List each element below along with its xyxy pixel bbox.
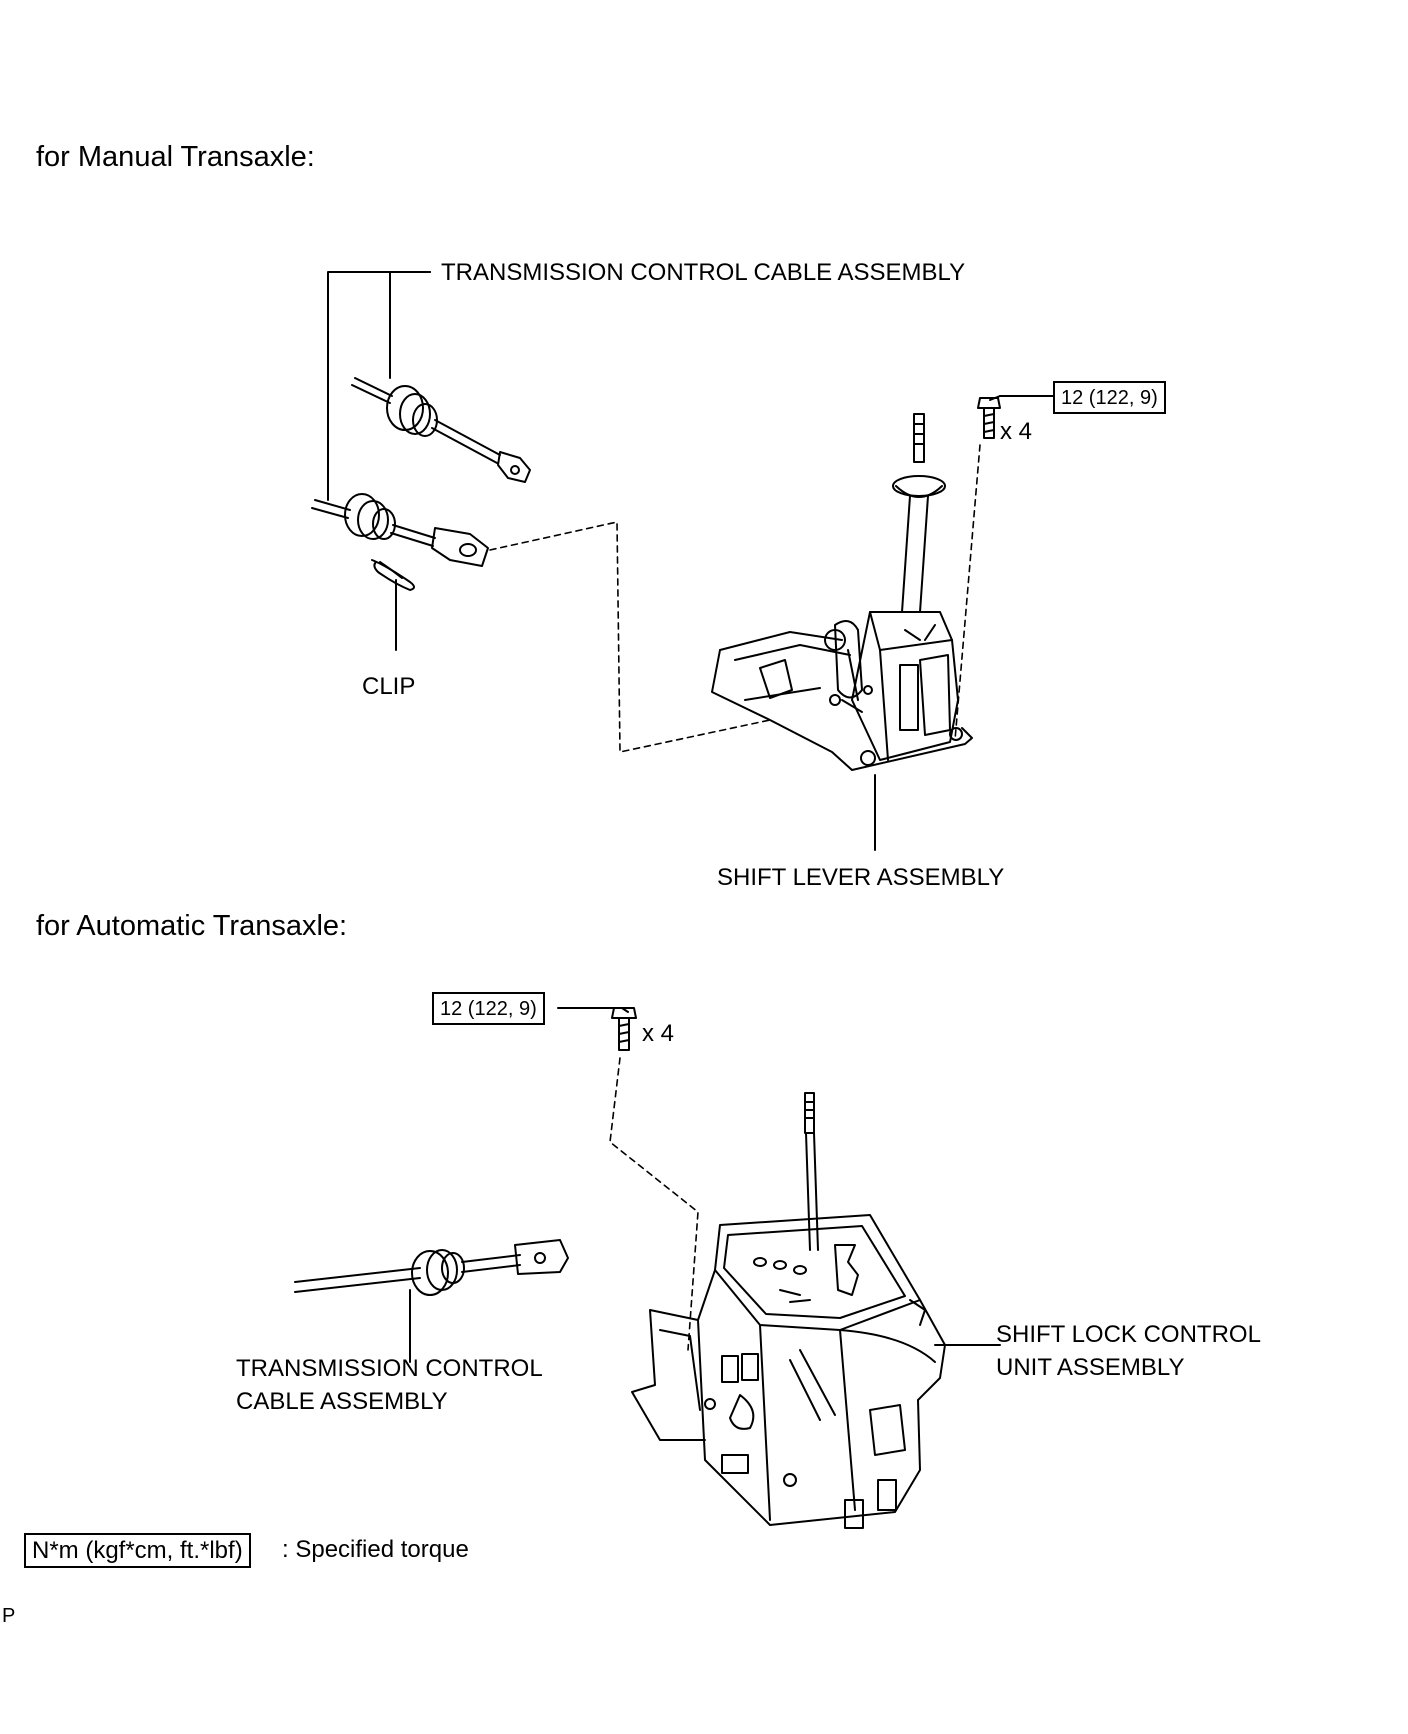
automatic-section-heading: for Automatic Transaxle: xyxy=(36,910,348,942)
manual-cable-leader-lines xyxy=(327,271,431,501)
legend-description: : Specified torque xyxy=(282,1536,469,1563)
auto-torque-box: 12 (122, 9) xyxy=(432,992,545,1025)
manual-lower-cable-drawing xyxy=(311,493,489,567)
manual-bolt-quantity: x 4 xyxy=(1000,418,1033,445)
auto-bolt-drawing xyxy=(611,1007,637,1051)
auto-cable-drawing xyxy=(294,1239,569,1296)
auto-shift-lock-label-line2: UNIT ASSEMBLY xyxy=(996,1354,1185,1381)
corner-mark: P xyxy=(2,1605,16,1627)
manual-shift-lever-label: SHIFT LEVER ASSEMBLY xyxy=(717,864,1005,891)
auto-shift-lock-drawing xyxy=(631,1092,946,1529)
manual-bolt-dashed-line xyxy=(954,444,981,741)
manual-section-heading: for Manual Transaxle: xyxy=(36,141,315,173)
auto-cable-label-line2: CABLE ASSEMBLY xyxy=(236,1388,448,1415)
auto-shift-lock-label: SHIFT LOCK CONTROL UNIT ASSEMBLY xyxy=(996,1318,1261,1384)
manual-shift-lever-drawing xyxy=(711,413,973,771)
manual-torque-box: 12 (122, 9) xyxy=(1053,381,1166,414)
auto-cable-label-line1: TRANSMISSION CONTROL xyxy=(236,1355,543,1382)
manual-bolt-drawing xyxy=(977,397,1001,439)
manual-clip-label: CLIP xyxy=(362,673,416,700)
legend-unit-box: N*m (kgf*cm, ft.*lbf) xyxy=(24,1533,251,1569)
manual-torque-leader xyxy=(989,395,1056,401)
auto-bolt-dashed-line xyxy=(609,1057,699,1351)
auto-bolt-quantity: x 4 xyxy=(642,1020,675,1047)
auto-cable-label: TRANSMISSION CONTROL CABLE ASSEMBLY xyxy=(236,1352,543,1418)
manual-clip-drawing xyxy=(371,559,415,591)
auto-shift-lock-label-line1: SHIFT LOCK CONTROL xyxy=(996,1321,1261,1348)
manual-dashed-connection xyxy=(489,521,771,753)
manual-cable-label: TRANSMISSION CONTROL CABLE ASSEMBLY xyxy=(441,259,966,286)
manual-upper-cable-drawing xyxy=(351,377,531,483)
